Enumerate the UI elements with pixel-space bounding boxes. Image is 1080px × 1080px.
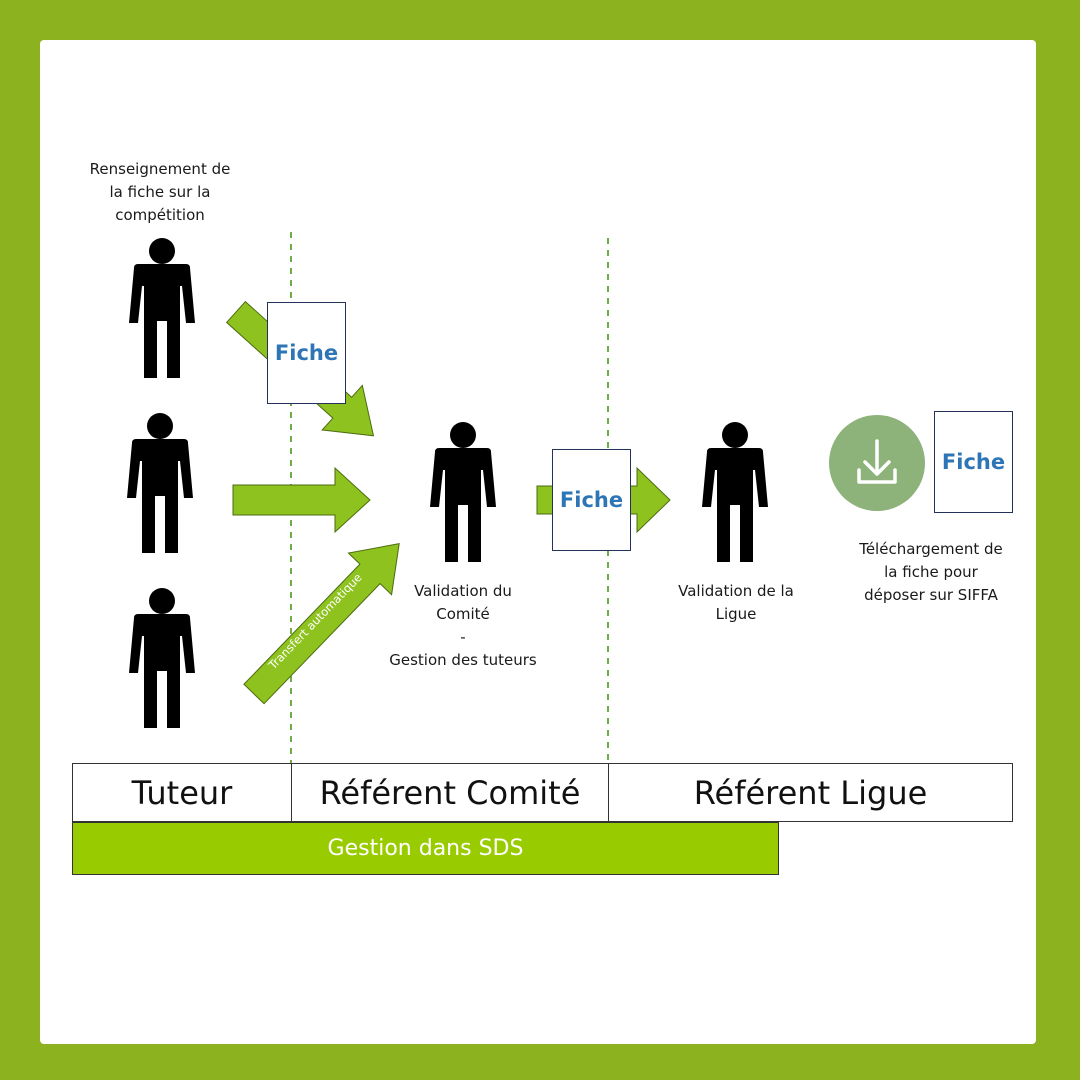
arrow-bottom-to-comite	[243, 543, 400, 705]
transfert-automatique-label: Transfert automatique	[265, 570, 365, 672]
role-referent-comite: Référent Comité	[292, 764, 609, 821]
role-tuteur: Tuteur	[73, 764, 292, 821]
diagram-card	[40, 40, 1036, 1044]
person-icon	[127, 413, 193, 553]
download-icon	[829, 415, 925, 511]
fiche-document-tuteur: Fiche	[267, 302, 346, 404]
fiche-document-comite: Fiche	[552, 449, 631, 551]
person-icon	[430, 422, 496, 562]
roles-table: Tuteur Référent Comité Référent Ligue	[72, 763, 1013, 822]
fiche-document-ligue: Fiche	[934, 411, 1013, 513]
gestion-sds-bar: Gestion dans SDS	[72, 822, 779, 875]
label-validation-ligue: Validation de la Ligue	[678, 582, 794, 623]
person-icon	[129, 588, 195, 728]
label-renseignement: Renseignement de la fiche sur la compéti…	[89, 160, 231, 224]
arrow-middle-to-comite	[232, 466, 371, 534]
role-referent-ligue: Référent Ligue	[693, 773, 928, 812]
label-validation-comite: Validation du Comité - Gestion des tuteu…	[389, 582, 537, 669]
label-telechargement: Téléchargement de la fiche pour déposer …	[859, 540, 1003, 604]
person-icon	[702, 422, 768, 562]
person-icon	[129, 238, 195, 378]
